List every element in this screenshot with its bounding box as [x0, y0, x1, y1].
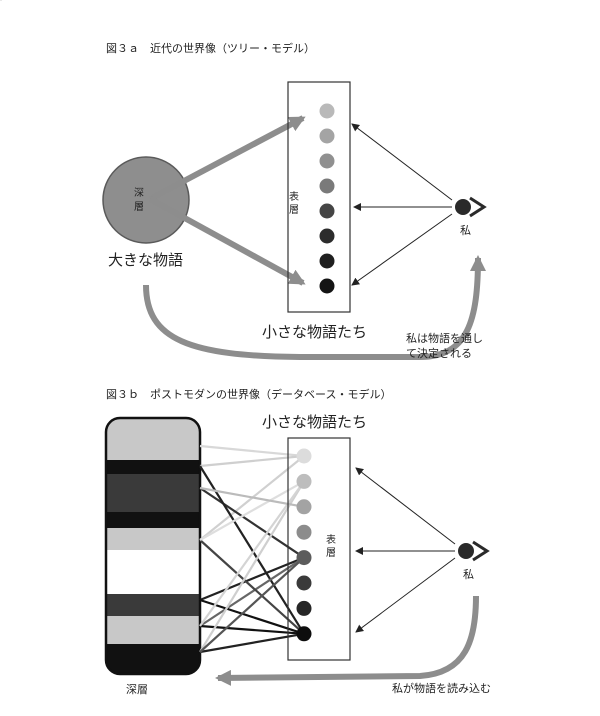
database-band	[106, 474, 200, 512]
surface-label-b-char-1: 表	[326, 533, 336, 546]
database-band	[106, 616, 200, 644]
small-narrative-dots	[319, 103, 335, 294]
narrative-dot-b	[296, 524, 312, 540]
surface-layer-box	[287, 81, 351, 313]
database-band	[106, 418, 200, 460]
database-link	[199, 598, 305, 635]
narrative-dot	[319, 228, 335, 244]
figure-3a: 図３ａ 近代の世界像（ツリー・モデル） 深 層 深層 大きな物語 表 層 表層 …	[0, 0, 487, 360]
small-narrative-dots-b	[296, 448, 312, 642]
database-band	[106, 594, 200, 616]
read-label: 私が物語を読み込む	[392, 681, 491, 695]
database-link	[199, 624, 305, 635]
database-link	[199, 556, 305, 627]
deep-layer-circle	[102, 156, 190, 244]
gaze-arrow-bottom	[351, 213, 453, 286]
narrative-dot	[319, 203, 335, 219]
database-link	[199, 539, 305, 635]
database-link	[199, 556, 305, 653]
narrative-dot	[319, 178, 335, 194]
database-band	[106, 528, 200, 550]
note-line-2: て決定される	[406, 346, 472, 360]
surface-layer-box-b	[287, 437, 351, 661]
narrative-dot	[319, 153, 335, 169]
gaze-arrow-top-b	[355, 467, 456, 545]
me-label-b: 私	[463, 568, 474, 581]
note-line-1: 私は物語を通し	[406, 331, 483, 345]
me-label: 私	[460, 224, 471, 237]
deep-layer-label: 深層	[0, 0, 2, 1]
database-links	[199, 444, 305, 654]
database-link	[199, 454, 305, 468]
small-narratives-label-b: 小さな物語たち	[262, 413, 367, 431]
surface-label-char-2: 層	[289, 204, 299, 216]
database-link	[199, 480, 305, 541]
figure-3b-caption: 図３ｂ ポストモダンの世界像（データベース・モデル）	[106, 387, 391, 401]
narrative-dot-b	[296, 575, 312, 591]
database-link	[199, 465, 305, 635]
gaze-arrow-top	[351, 123, 453, 201]
surface-label-b-char-2: 層	[326, 547, 336, 559]
small-narratives-label: 小さな物語たち	[262, 323, 367, 341]
narrative-dot-b	[296, 550, 312, 566]
surface-label-b: 表層	[0, 0, 2, 1]
narrative-dot	[319, 278, 335, 294]
narrative-dot-b	[296, 499, 312, 515]
database-link	[199, 480, 305, 627]
gaze-arrow-bottom-b	[355, 557, 456, 633]
tree-arrow-lower	[148, 196, 306, 286]
database-box	[104, 416, 202, 676]
reading-arrow	[215, 595, 479, 686]
database-link	[199, 444, 305, 458]
surface-label: 表層	[0, 0, 2, 1]
eye-icon-b	[458, 540, 490, 562]
database-link	[199, 480, 305, 653]
narrative-dot	[319, 253, 335, 269]
database-band	[106, 460, 200, 474]
deep-layer-label-char-1: 深	[134, 187, 144, 199]
figure-3a-caption: 図３ａ 近代の世界像（ツリー・モデル）	[106, 41, 315, 55]
narrative-dot-b	[296, 473, 312, 489]
narrative-dot-b	[296, 448, 312, 464]
narrative-dot-b	[296, 626, 312, 642]
database-band	[106, 512, 200, 528]
eye-icon	[455, 196, 487, 218]
deep-layer-label-b: 深層	[126, 683, 148, 696]
deep-layer-label-char-2: 層	[134, 201, 144, 213]
tree-arrow-upper	[148, 115, 306, 202]
database-band	[106, 550, 200, 594]
database-link	[199, 487, 305, 559]
narrative-dot	[319, 128, 335, 144]
database-link	[199, 556, 305, 602]
database-link	[199, 486, 305, 508]
figure-3b: 図３ｂ ポストモダンの世界像（データベース・モデル） 小さな物語たち 表 層 表…	[0, 0, 491, 696]
database-bands	[106, 418, 200, 674]
surface-label-char-1: 表	[289, 190, 299, 203]
narrative-dot	[319, 103, 335, 119]
narrative-dot-b	[296, 600, 312, 616]
database-link	[199, 632, 305, 654]
determination-arrow	[143, 255, 486, 360]
grand-narrative-label: 大きな物語	[108, 251, 183, 269]
database-band	[106, 644, 200, 674]
